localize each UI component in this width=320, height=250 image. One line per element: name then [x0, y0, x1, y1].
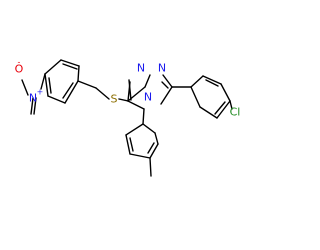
molecule-structure: N N N S Cl N + O - [15, 58, 241, 177]
atom-nitro-nitrogen: N [29, 92, 37, 105]
chlorophenyl-ring [171, 75, 233, 119]
tolyl-ring [125, 108, 159, 177]
atom-n-triazole-2: N [158, 62, 166, 75]
thioether-linker [95, 87, 129, 102]
atom-chlorine: Cl [230, 106, 241, 119]
atom-n-triazole-1: N [137, 62, 145, 75]
nitrophenyl-ring [40, 59, 97, 104]
nitro-nitrogen-charge: + [37, 88, 44, 97]
atom-n-triazole-4: N [144, 91, 152, 104]
nitro-group-bonds [21, 79, 37, 115]
triazole-ring [127, 74, 173, 110]
atom-nitro-oxygen: O [15, 63, 24, 76]
atom-labels: N N N S Cl N + O - [15, 58, 241, 119]
atom-sulfur: S [111, 93, 118, 106]
nitro-oxygen-charge: - [18, 58, 21, 67]
